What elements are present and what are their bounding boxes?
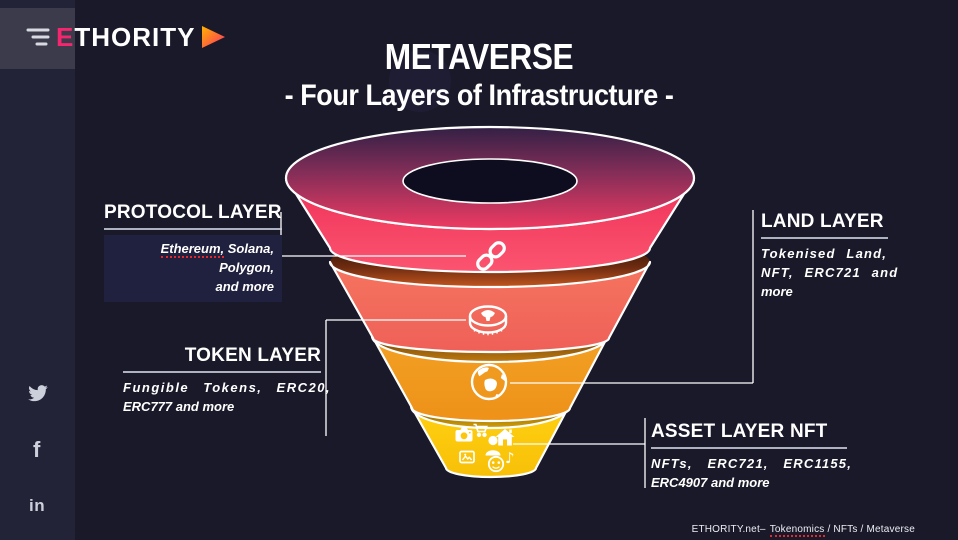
picture-icon: [459, 450, 475, 464]
left-sidebar: [0, 0, 75, 540]
land-layer-label: LAND LAYER Tokenised Land, NFT, ERC721 a…: [761, 211, 899, 301]
token-layer-title: TOKEN LAYER: [184, 345, 321, 366]
footer-site: ETHORITY.net–: [691, 524, 766, 535]
token-layer-description-line1: Fungible Tokens, ERC20,: [123, 380, 332, 395]
protocol-layer-title: PROTOCOL LAYER: [104, 202, 282, 223]
brand-logo[interactable]: ETHORITY: [26, 24, 226, 50]
protocol-title-underline: [104, 228, 282, 230]
asset-title-underline: [651, 447, 847, 449]
camera-icon: [455, 427, 473, 442]
title-line-1: METAVERSE: [384, 36, 574, 77]
protocol-layer-label: PROTOCOL LAYER Ethereum, Solana, Polygon…: [104, 202, 282, 302]
house-icon: [495, 429, 515, 446]
connector-lines: [280, 210, 754, 488]
music-note-icon: ♪: [505, 449, 515, 467]
land-layer-description-line1: Tokenised Land,: [761, 246, 888, 261]
play-triangle-icon: [202, 26, 226, 48]
footer-tags: / NFTs / Metaverse: [824, 524, 915, 535]
speed-lines-icon: [26, 28, 50, 46]
token-layer-description-line2: ERC777 and more: [123, 399, 235, 414]
facebook-icon[interactable]: f: [33, 437, 41, 462]
decorative-circle: [389, 50, 451, 112]
asset-layer-description-line2: ERC4907 and more: [651, 475, 770, 490]
linkedin-icon[interactable]: in: [29, 496, 46, 515]
land-layer-description-line2: NFT, ERC721 and: [761, 265, 899, 280]
land-layer-description-line3: more: [761, 284, 793, 299]
footer-spellcheck-word: Tokenomics: [769, 524, 825, 537]
person-icon: [485, 435, 501, 456]
globe-icon: [470, 363, 508, 401]
brand-first-letter: E: [56, 22, 75, 52]
footer-credit: ETHORITY.net–Tokenomics / NFTs / Metaver…: [691, 524, 915, 537]
twitter-icon[interactable]: [28, 385, 48, 408]
chain-link-icon: [476, 241, 506, 271]
spellcheck-word: Ethereum,: [160, 241, 225, 258]
page-title: METAVERSE - Four Layers of Infrastructur…: [0, 36, 958, 114]
land-title-underline: [761, 237, 888, 239]
token-layer-label: TOKEN LAYER Fungible Tokens, ERC20, ERC7…: [123, 345, 332, 416]
asset-layer-label: ASSET LAYER NFT NFTs, ERC721, ERC1155, E…: [651, 421, 853, 492]
asset-layer-description-line1: NFTs, ERC721, ERC1155,: [651, 456, 853, 471]
brand-name: ETHORITY: [56, 24, 195, 50]
title-line-2: - Four Layers of Infrastructure -: [284, 79, 674, 112]
coin-icon: [468, 305, 508, 336]
brand-rest: THORITY: [74, 22, 196, 52]
land-layer-title: LAND LAYER: [761, 211, 884, 232]
robot-icon: [487, 455, 505, 473]
protocol-layer-description: Ethereum, Solana, Polygon, and more: [104, 235, 282, 302]
funnel-layer-protocol: [284, 125, 696, 274]
token-title-underline: [123, 371, 321, 373]
asset-layer-title: ASSET LAYER NFT: [651, 421, 828, 442]
shopping-cart-icon: [473, 423, 488, 437]
